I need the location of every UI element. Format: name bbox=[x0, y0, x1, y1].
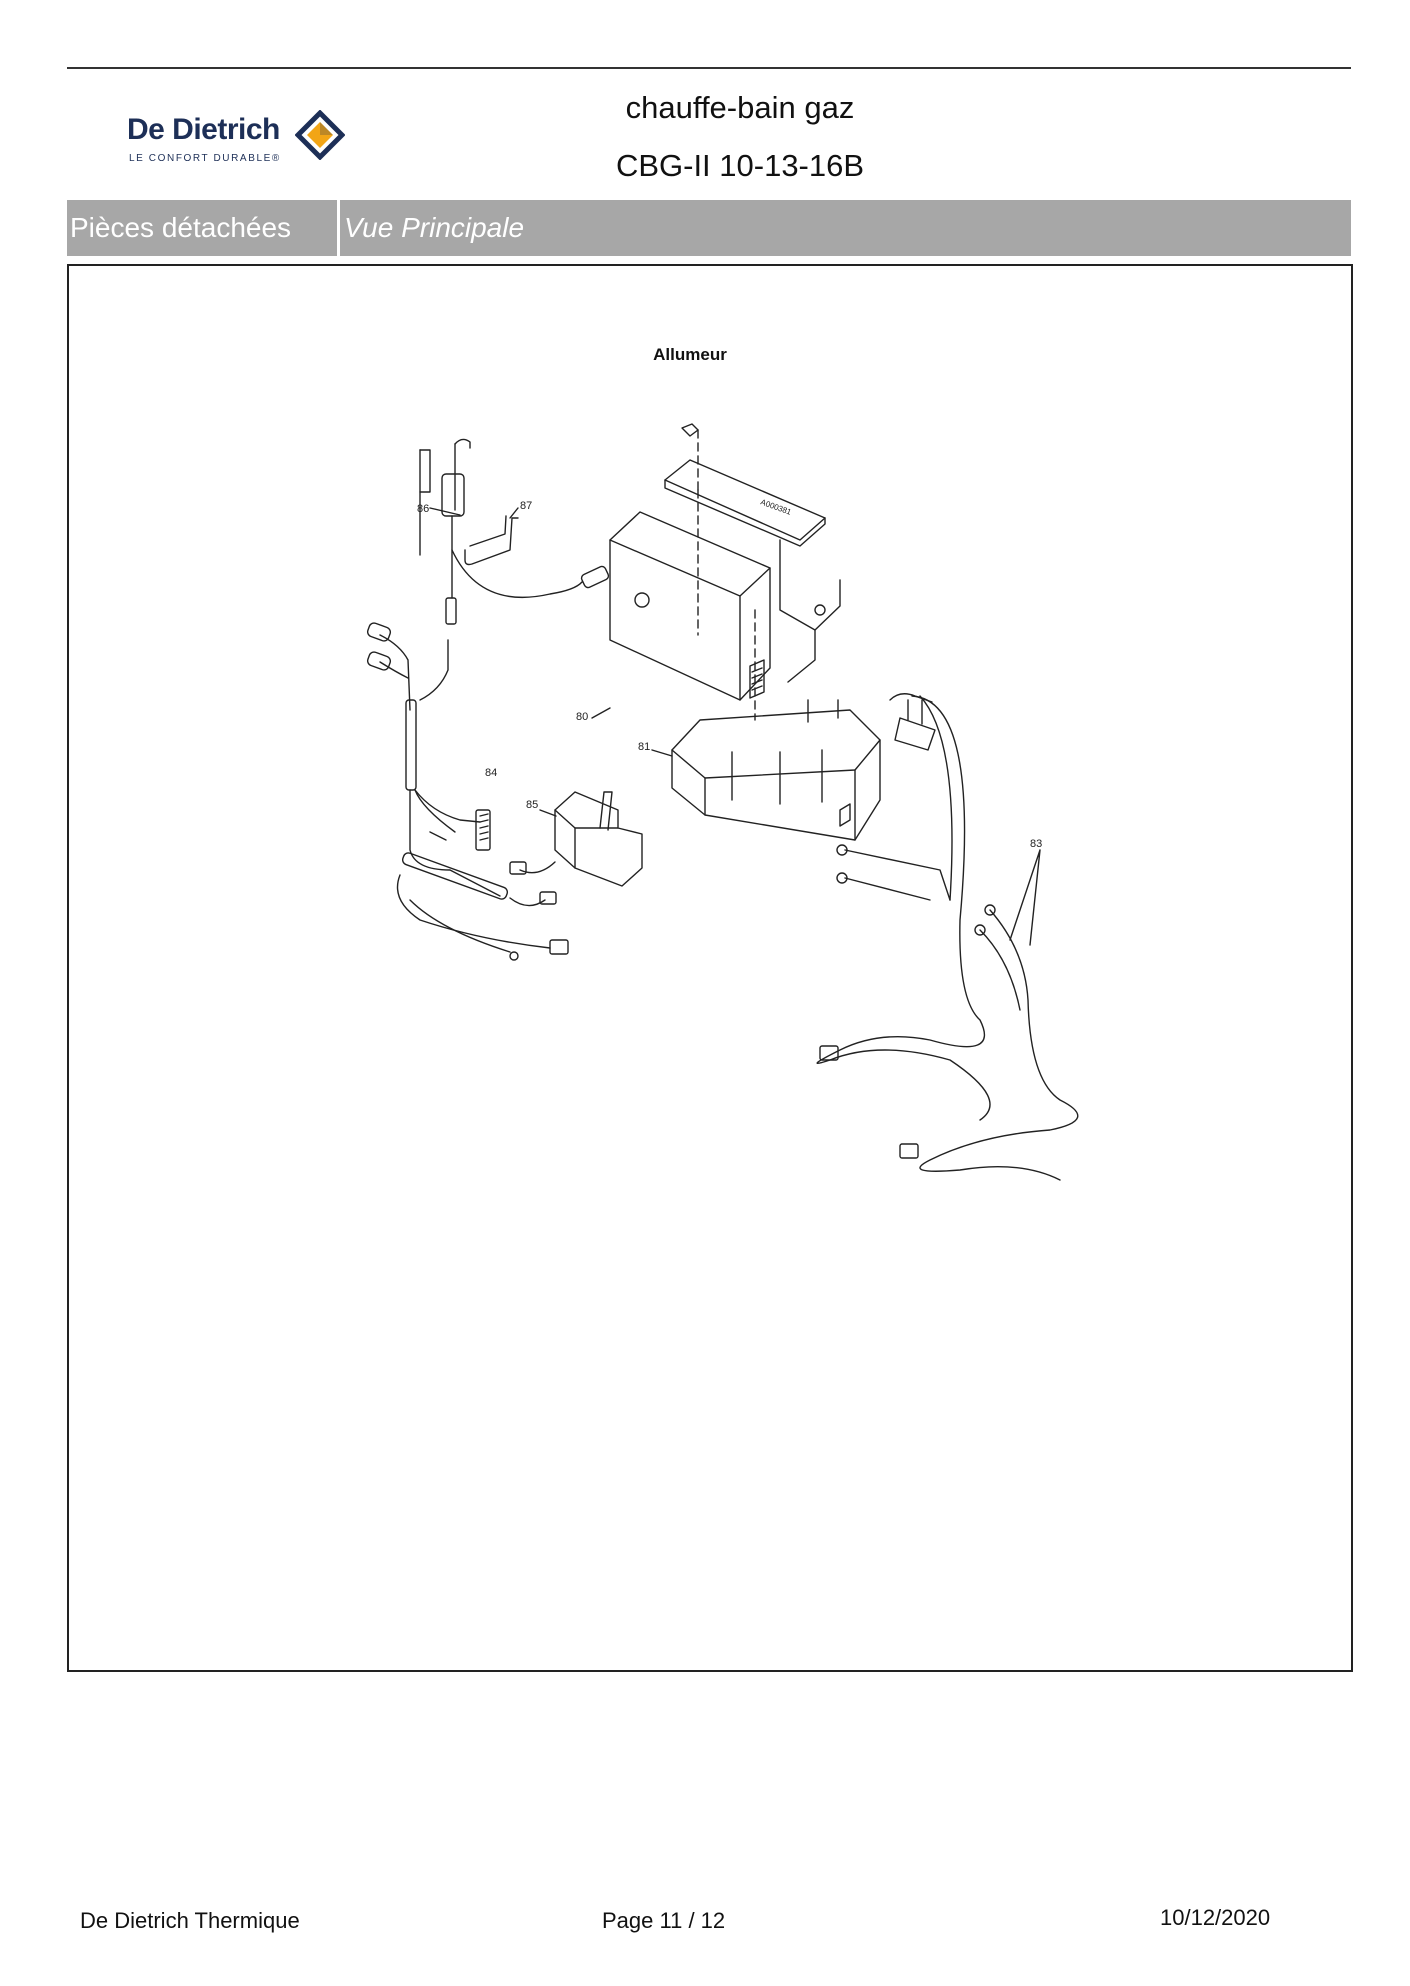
section-separator bbox=[337, 200, 340, 256]
transformer-part-85 bbox=[509, 791, 643, 887]
callout-87: 87 bbox=[520, 500, 532, 512]
brand-name: De Dietrich bbox=[127, 113, 280, 146]
top-rule bbox=[67, 67, 1351, 69]
document-model: CBG-II 10-13-16B bbox=[615, 148, 865, 183]
diamond-logo-icon bbox=[295, 110, 345, 160]
callout-81: 81 bbox=[638, 741, 650, 753]
callout-85: 85 bbox=[526, 799, 538, 811]
diagram-reference: A000381 bbox=[759, 497, 793, 517]
cover-part-81 bbox=[671, 699, 881, 841]
view-label: Vue Principale bbox=[344, 212, 525, 243]
callout-83: 83 bbox=[1030, 838, 1042, 850]
footer-page-number: Page 11 / 12 bbox=[602, 1908, 726, 1933]
callout-84: 84 bbox=[485, 767, 497, 779]
brand-tagline: LE CONFORT DURABLE® bbox=[129, 153, 281, 164]
electrode-part-86 bbox=[419, 438, 610, 625]
brand-logo: De Dietrich LE CONFORT DURABLE® bbox=[127, 107, 357, 167]
footer-company: De Dietrich Thermique bbox=[80, 1908, 300, 1933]
diagram-title: Allumeur bbox=[653, 345, 727, 364]
diagram-frame bbox=[67, 264, 1353, 1672]
callout-86: 86 bbox=[417, 503, 429, 515]
document-title: chauffe-bain gaz bbox=[625, 90, 855, 125]
harness-part-84 bbox=[366, 622, 569, 961]
control-box-part-80 bbox=[609, 511, 771, 701]
section-bar: Pièces détachées Vue Principale bbox=[67, 200, 1351, 256]
callout-80: 80 bbox=[576, 711, 588, 723]
exploded-parts-diagram: 86 87 80 81 85 84 83 A000381 bbox=[366, 423, 1079, 1181]
section-label: Pièces détachées bbox=[70, 212, 292, 243]
mounting-bracket bbox=[664, 423, 841, 721]
footer-date: 10/12/2020 bbox=[1160, 1905, 1271, 1930]
clip-part-87 bbox=[464, 515, 519, 566]
wire-harness-part-83 bbox=[816, 693, 1079, 1181]
